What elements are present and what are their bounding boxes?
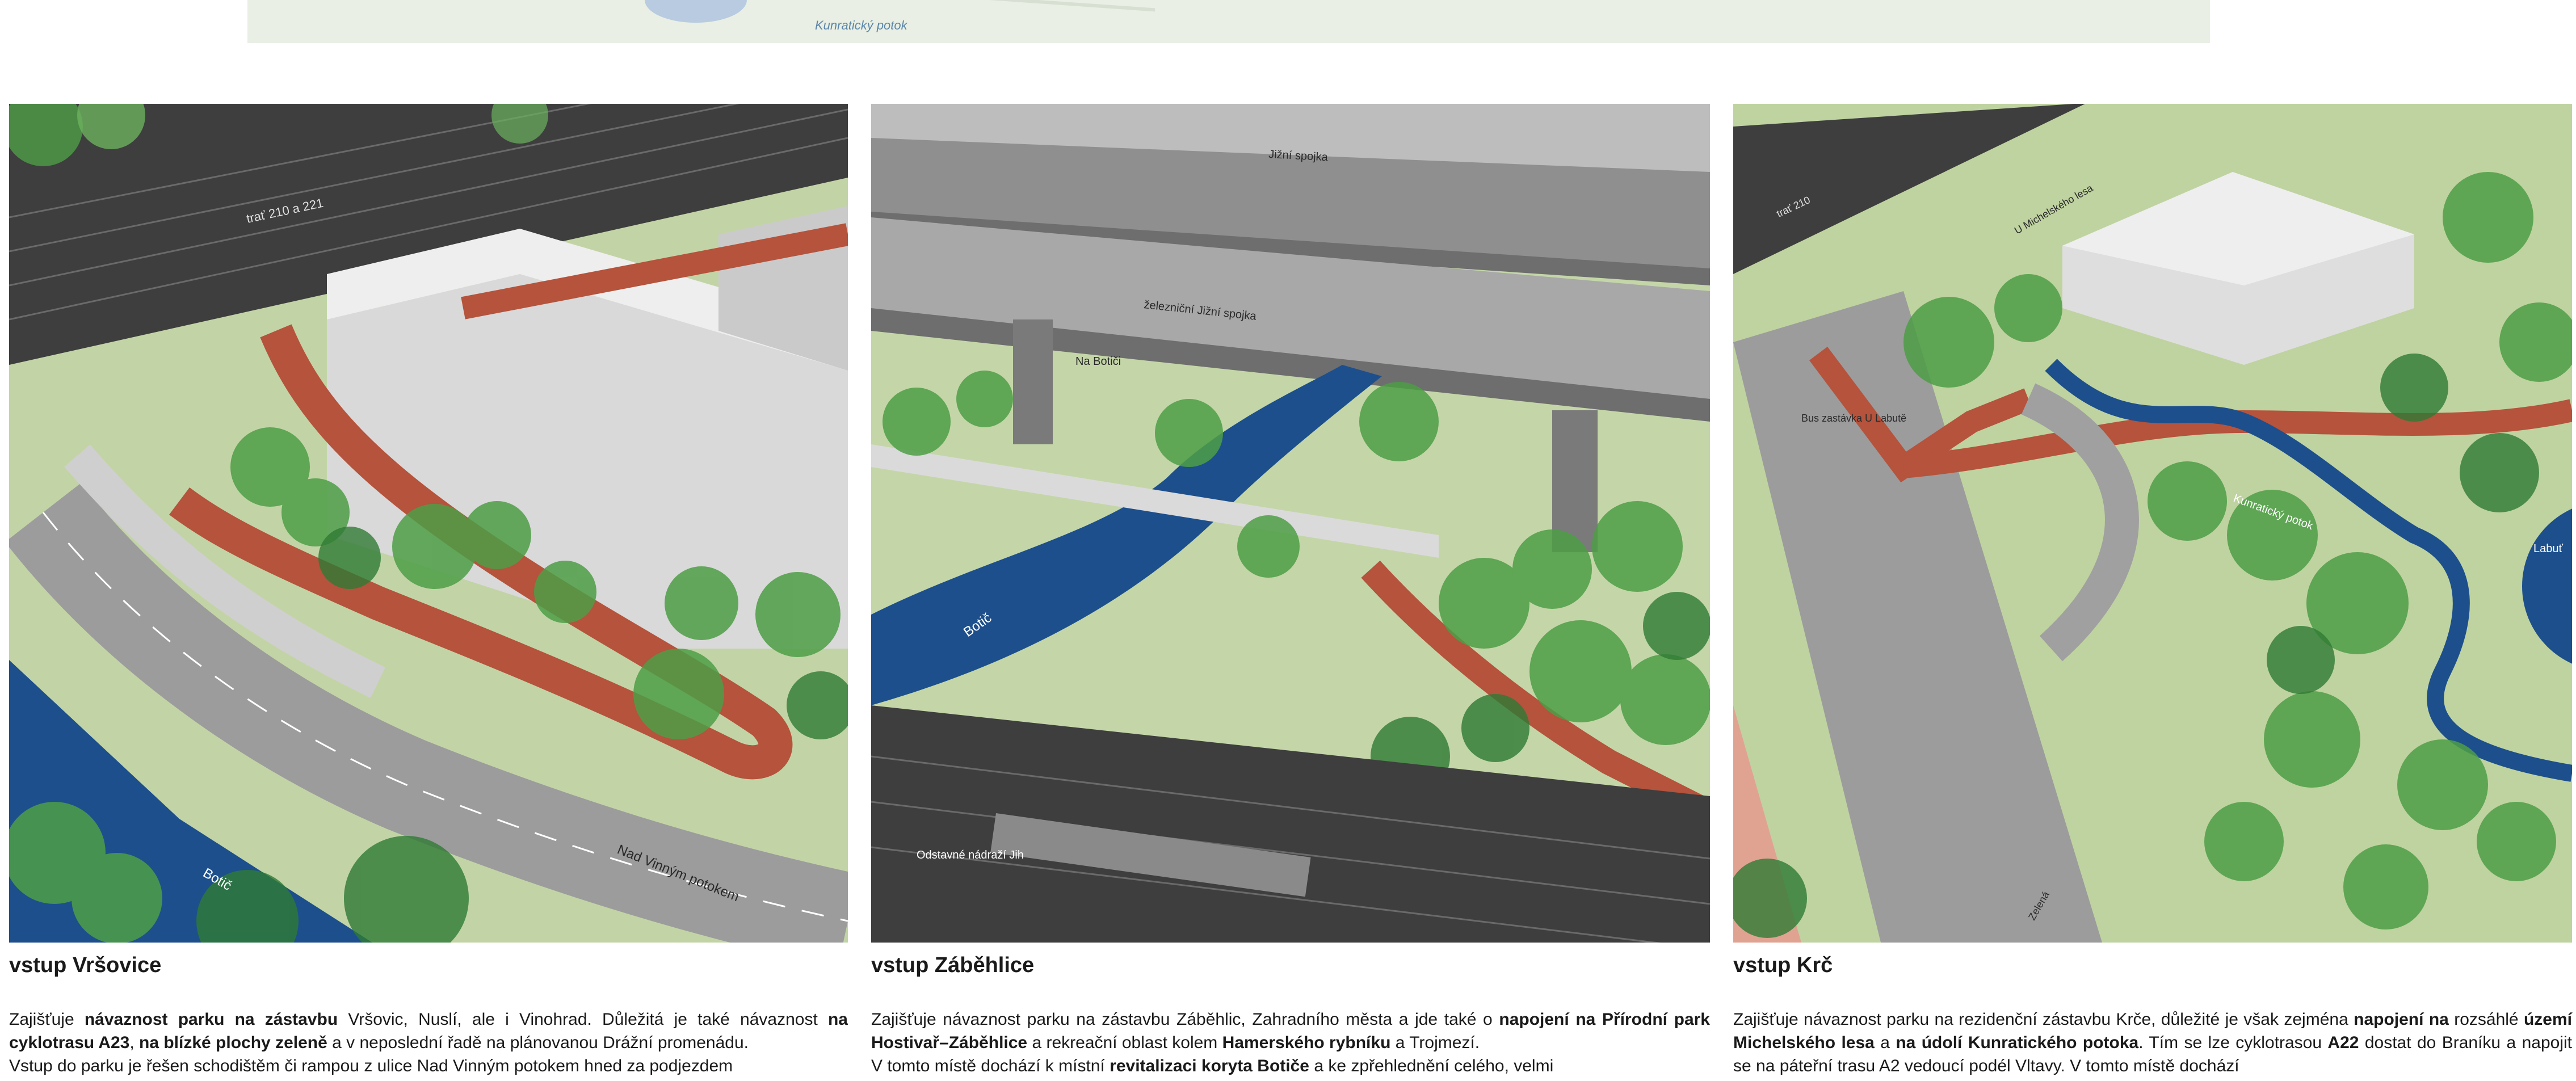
text-run: Hamerského rybníku [1222,1033,1391,1052]
label-path-zabehlice: Na Botiči [1075,355,1121,368]
label-bus-stop: Bus zastávka U Labutě [1801,413,1906,424]
caption-krc: vstup Krč [1733,953,1833,977]
text-run: napojení na [2354,1010,2449,1029]
text-run: V tomto místě dochází k místní [871,1057,1110,1075]
text-run: Vstup do parku je řešen schodištěm či ra… [9,1057,733,1075]
paragraph-1: Zajišťuje návaznost parku na rezidenční … [1733,1008,2572,1078]
description-krc: Zajišťuje návaznost parku na rezidenční … [1733,1008,2572,1078]
top-map-road [758,0,1155,12]
text-run: Zajišťuje [9,1010,85,1029]
text-run: na údolí Kunratického potoka [1896,1033,2139,1052]
text-run: a v neposlední řadě na plánovanou Drážní… [327,1033,749,1052]
text-run: , [129,1033,140,1052]
caption-vrsovice: vstup Vršovice [9,953,162,977]
label-station: Odstavné nádraží Jih [917,849,1024,861]
text-run: dostat do Braníku a napojit se na páteřn… [1733,1033,2572,1075]
illustration-krc: trať 210 U Michelského lesa Bus zastávka… [1733,104,2572,943]
text-run: území Michelského lesa [1733,1010,2572,1052]
text-run: revitalizaci koryta Botiče [1110,1057,1309,1075]
text-run: . Tím se lze cyklotrasou [2138,1033,2328,1052]
text-run: A22 [2327,1033,2359,1052]
top-map-label: Kunratický potok [815,18,907,32]
text-run: a Trojmezí. [1390,1033,1480,1052]
description-vrsovice: Zajišťuje návaznost parku na zástavbu Vr… [9,1008,848,1078]
text-run: na cyklotrasu A23 [9,1010,848,1052]
text-run: na blízké plochy zeleně [139,1033,327,1052]
illustration-vrsovice: trať 210 a 221 Nad Vinným potokem Botič [9,104,848,943]
text-run: návaznost parku na zástavbu [84,1010,338,1029]
text-run: rozsáhlé [2448,1010,2524,1029]
text-run: napojení na Přírodní park Hostivař–Záběh… [871,1010,1710,1052]
text-run: a ke zpřehlednění celého, velmi [1309,1057,1554,1075]
text-run: a [1874,1033,1896,1052]
top-map-strip: Kunratický potok [247,0,2210,43]
top-map-water [645,0,747,23]
illustration-zabehlice: Jižní spojka železniční Jižní spojka Na … [871,104,1710,943]
paragraph-1: Zajišťuje návaznost parku na zástavbu Zá… [871,1008,1710,1054]
text-run: Zajišťuje návaznost parku na zástavbu Zá… [871,1010,1499,1029]
paragraph-2: V tomto místě dochází k místní revitaliz… [871,1054,1710,1078]
paragraph-2: Vstup do parku je řešen schodištěm či ra… [9,1054,848,1078]
text-run: Vršovic, Nuslí, ale i Vinohrad. Důležitá… [338,1010,828,1029]
text-run: Zajišťuje návaznost parku na rezidenční … [1733,1010,2354,1029]
label-pond: Labuť [2533,542,2563,555]
text-run: a rekreační oblast kolem [1027,1033,1222,1052]
description-zabehlice: Zajišťuje návaznost parku na zástavbu Zá… [871,1008,1710,1078]
caption-zabehlice: vstup Záběhlice [871,953,1035,977]
paragraph-1: Zajišťuje návaznost parku na zástavbu Vr… [9,1008,848,1054]
